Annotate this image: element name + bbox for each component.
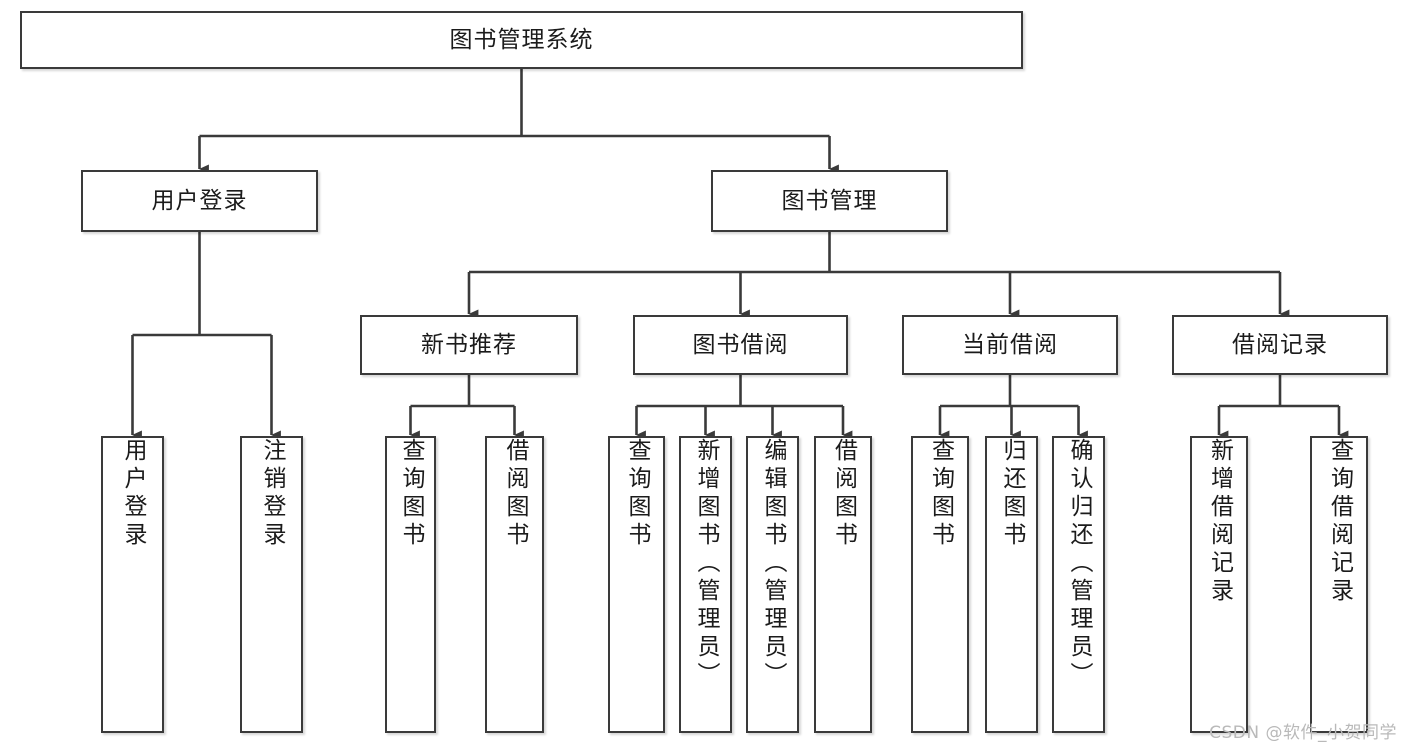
node-label: 借阅图书: [830, 438, 857, 550]
node-leaf-user-login[interactable]: 用户登录: [101, 436, 164, 733]
node-leaf-user-logout[interactable]: 注销登录: [240, 436, 303, 733]
node-label: 确认归还（管理员）: [1066, 438, 1092, 690]
node-leaf-query-book-1[interactable]: 查询图书: [385, 436, 436, 733]
node-label: 当前借阅: [962, 331, 1058, 358]
node-label: 注销登录: [259, 438, 285, 550]
node-label: 查询图书: [398, 438, 424, 550]
node-leaf-query-book-3[interactable]: 查询图书: [911, 436, 969, 733]
node-label: 新增图书（管理员）: [693, 438, 719, 690]
node-borrow-record[interactable]: 借阅记录: [1172, 315, 1388, 375]
node-label: 新增借阅记录: [1206, 438, 1233, 606]
node-user-login[interactable]: 用户登录: [81, 170, 318, 232]
node-leaf-query-record[interactable]: 查询借阅记录: [1310, 436, 1368, 733]
node-new-book-rec[interactable]: 新书推荐: [360, 315, 578, 375]
node-label: 借阅记录: [1232, 331, 1328, 358]
node-book-borrow[interactable]: 图书借阅: [633, 315, 848, 375]
node-leaf-edit-book[interactable]: 编辑图书（管理员）: [746, 436, 799, 733]
node-current-borrow[interactable]: 当前借阅: [902, 315, 1118, 375]
node-leaf-query-book-2[interactable]: 查询图书: [608, 436, 665, 733]
node-label: 用户登录: [120, 438, 146, 550]
node-leaf-add-book[interactable]: 新增图书（管理员）: [679, 436, 732, 733]
node-label: 新书推荐: [421, 331, 517, 358]
node-book-manage[interactable]: 图书管理: [711, 170, 948, 232]
node-label: 归还图书: [999, 438, 1025, 550]
node-label: 用户登录: [151, 187, 248, 214]
node-label: 编辑图书（管理员）: [760, 438, 786, 690]
node-root-root[interactable]: 图书管理系统: [20, 11, 1023, 69]
node-label: 查询借阅记录: [1326, 438, 1353, 606]
node-leaf-confirm-return[interactable]: 确认归还（管理员）: [1052, 436, 1105, 733]
node-label: 查询图书: [624, 438, 650, 550]
node-label: 图书借阅: [692, 331, 789, 358]
node-leaf-add-record[interactable]: 新增借阅记录: [1190, 436, 1248, 733]
node-leaf-borrow-book-2[interactable]: 借阅图书: [814, 436, 872, 733]
node-leaf-borrow-book-1[interactable]: 借阅图书: [485, 436, 544, 733]
node-label: 借阅图书: [502, 438, 528, 550]
node-label: 图书管理系统: [449, 26, 594, 53]
node-label: 查询图书: [927, 438, 954, 550]
csdn-watermark: CSDN @软件_小贺同学: [1209, 723, 1397, 743]
node-leaf-return-book[interactable]: 归还图书: [985, 436, 1038, 733]
node-label: 图书管理: [781, 187, 878, 214]
